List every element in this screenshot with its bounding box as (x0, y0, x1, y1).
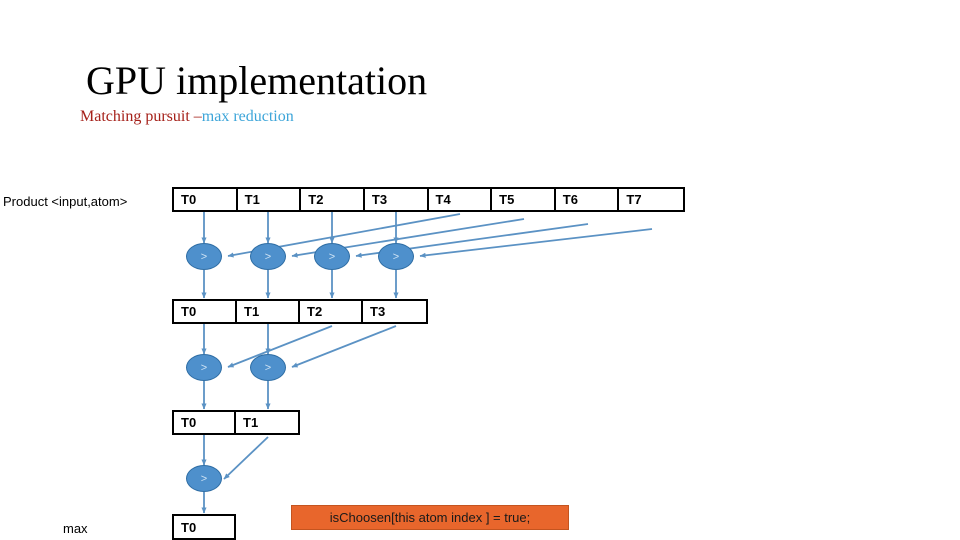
cell-t4[interactable]: T4 (429, 189, 493, 210)
subtitle-part-matching-pursuit: Matching pursuit – (80, 108, 202, 125)
cell-t5[interactable]: T5 (492, 189, 556, 210)
cell-t7[interactable]: T7 (626, 192, 642, 207)
row-label-max: max (63, 521, 88, 536)
operator-max-l1-0[interactable]: > (186, 243, 222, 270)
page-title: GPU implementation (86, 58, 428, 103)
wire-l1-d7 (419, 228, 653, 258)
cell-t3[interactable]: T3 (365, 189, 429, 210)
subtitle-part-max-reduction: max reduction (201, 108, 294, 125)
cell-l2-t1[interactable]: T1 (243, 415, 259, 430)
cell-t2[interactable]: T2 (301, 189, 365, 210)
cell-l1-t1[interactable]: T1 (237, 301, 301, 322)
cell-row-level-2: T0 T1 (172, 410, 300, 435)
cell-t0[interactable]: T0 (174, 189, 238, 210)
cell-row-level-1: T0 T1 T2 T3 (172, 299, 428, 324)
operator-max-l2-0[interactable]: > (186, 354, 222, 381)
cell-t6[interactable]: T6 (556, 189, 620, 210)
cell-l1-t3[interactable]: T3 (370, 304, 386, 319)
operator-max-l3-0[interactable]: > (186, 465, 222, 492)
operator-max-l1-3[interactable]: > (378, 243, 414, 270)
wire-l3-d1 (223, 436, 269, 480)
callout-box-ischoosen: isChoosen[this atom index ] = true; (291, 505, 569, 530)
cell-row-level-3: T0 (172, 514, 236, 540)
cell-l1-t0[interactable]: T0 (174, 301, 238, 322)
cell-l2-t0[interactable]: T0 (174, 412, 237, 433)
operator-max-l1-1[interactable]: > (250, 243, 286, 270)
cell-t1[interactable]: T1 (238, 189, 302, 210)
operator-max-l1-2[interactable]: > (314, 243, 350, 270)
cell-row-level-0: T0 T1 T2 T3 T4 T5 T6 T7 (172, 187, 685, 212)
page-subtitle: Matching pursuit –max reduction (80, 107, 294, 127)
cell-l3-t0[interactable]: T0 (181, 519, 197, 535)
row-label-product: Product <input,atom> (3, 194, 128, 209)
operator-max-l2-1[interactable]: > (250, 354, 286, 381)
wire-l2-d3 (291, 325, 397, 368)
cell-l1-t2[interactable]: T2 (300, 301, 364, 322)
